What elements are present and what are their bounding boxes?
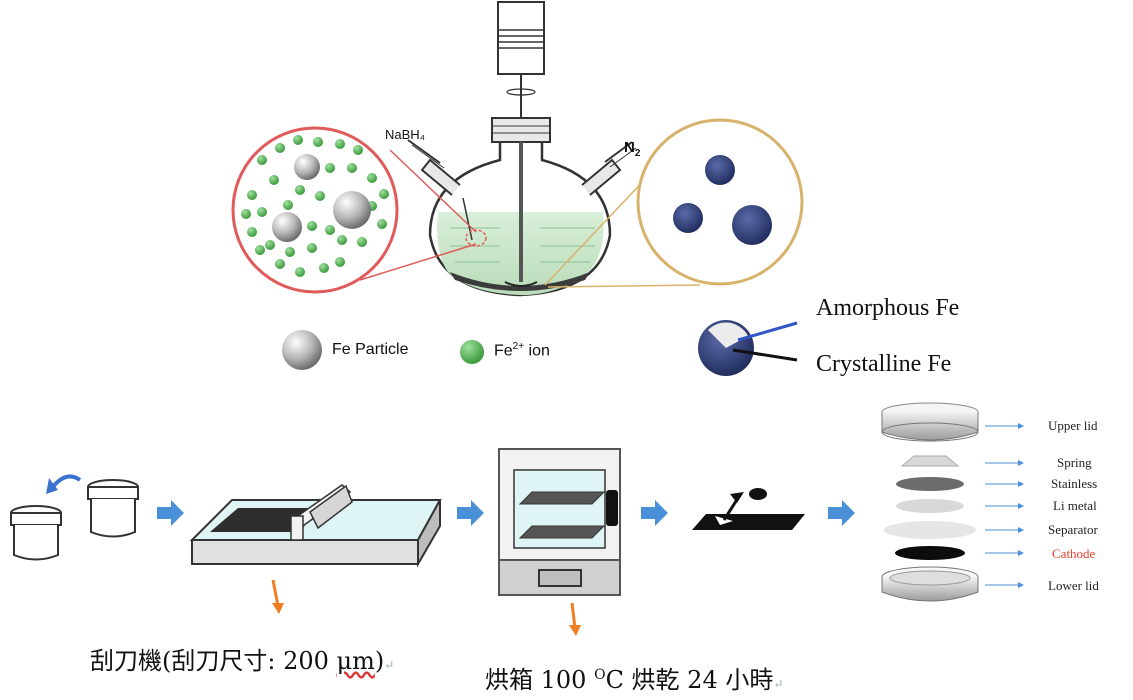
fe-ion-dot (367, 173, 377, 183)
part-separator: Separator (1048, 522, 1098, 537)
caption-arrows (271, 579, 581, 636)
n2-base: N (624, 139, 635, 156)
return-mark-2: ↵ (773, 677, 784, 691)
fe-ion-charge: 2+ (512, 341, 525, 352)
nabh4-label: NaBH₄ (385, 127, 425, 142)
particle-zoom-circle (544, 118, 804, 288)
fe-ion-dot (247, 190, 257, 200)
fe-ion-dot (265, 240, 275, 250)
fe-ion-dot (285, 247, 295, 257)
stirrer-motor (497, 1, 545, 118)
amorphous-fe-label: Amorphous Fe (816, 295, 960, 321)
electrode-punch (692, 488, 805, 530)
fe-ion-dot (295, 267, 305, 277)
core-shell-particle-icon (698, 320, 798, 376)
part-lower-lid: Lower lid (1048, 578, 1099, 593)
part-spring: Spring (1057, 455, 1092, 470)
fe-particle-icon (282, 330, 322, 370)
fe-ion-tail: ion (524, 342, 550, 360)
fe-ion-dot (283, 200, 293, 210)
crystalline-fe-label: Crystalline Fe (816, 351, 952, 377)
fe-ion-dot (269, 175, 279, 185)
oven-caption: 烘箱 100 OC 烘乾 24 小時↵ (485, 660, 783, 695)
fe-ion-dot (379, 189, 389, 199)
fe-ion-dot (255, 245, 265, 255)
oven-caption-degree: O (594, 667, 606, 683)
gas-inlet-neck (581, 141, 637, 196)
n2-subscript: 2 (634, 148, 641, 159)
process-flow-arrows (157, 500, 855, 526)
fe-ion-dot (247, 227, 257, 237)
fe-ion-dot (295, 185, 305, 195)
reagent-inlet-neck (407, 139, 473, 241)
fe-particle-label: Fe Particle (332, 341, 409, 358)
part-upper-lid: Upper lid (1048, 418, 1098, 433)
fe-ion-dot (337, 235, 347, 245)
fe-ion-dot (293, 135, 303, 145)
drying-oven (498, 448, 621, 596)
blade-caption-text: 刮刀機(刮刀尺寸: 200 (90, 647, 337, 675)
oven-caption-tail: C 烘乾 24 小時 (605, 666, 774, 694)
part-leader-lines (985, 423, 1024, 588)
part-li-metal: Li metal (1053, 498, 1097, 513)
fe-ion-dot (307, 243, 317, 253)
fe-ion-dot (335, 139, 345, 149)
fe-ion-dot (257, 155, 267, 165)
fe-ion-dot (307, 221, 317, 231)
fe-ion-base: Fe (494, 342, 513, 360)
part-stainless: Stainless (1051, 476, 1098, 491)
fe-ion-dot (325, 225, 335, 235)
fe-ion-dot (275, 259, 285, 269)
reactor-flask (407, 1, 637, 297)
fe-ion-dot (275, 143, 285, 153)
fe-ion-dot (357, 237, 367, 247)
fe-ion-icon (460, 340, 484, 364)
fe-ion-dot (335, 257, 345, 267)
n2-label: N2 (624, 139, 640, 159)
fe-ion-dot (257, 207, 267, 217)
blade-coater-caption: 刮刀機(刮刀尺寸: 200 μm)↵ (90, 641, 394, 676)
oven-caption-text: 烘箱 100 (485, 666, 595, 694)
fe-ion-dot (315, 191, 325, 201)
blade-caption-unit: μm (336, 647, 375, 675)
fe-ion-dot (241, 209, 251, 219)
ion-zoom-circle (231, 126, 477, 294)
fe-ion-dot (353, 145, 363, 155)
fe-ion-dot (377, 219, 387, 229)
fe-ion-dot (319, 263, 329, 273)
return-mark-1: ↵ (384, 658, 395, 672)
fe-ion-dot (325, 163, 335, 173)
fe-ion-label: Fe2+ ion (494, 341, 550, 360)
coin-cell-exploded (881, 402, 979, 602)
blade-coater (189, 484, 442, 568)
fe-ion-dot (347, 163, 357, 173)
mixing-jars (10, 474, 139, 561)
blade-caption-tail: ) (374, 647, 385, 675)
fe-ion-dot (313, 137, 323, 147)
part-cathode: Cathode (1052, 546, 1096, 561)
